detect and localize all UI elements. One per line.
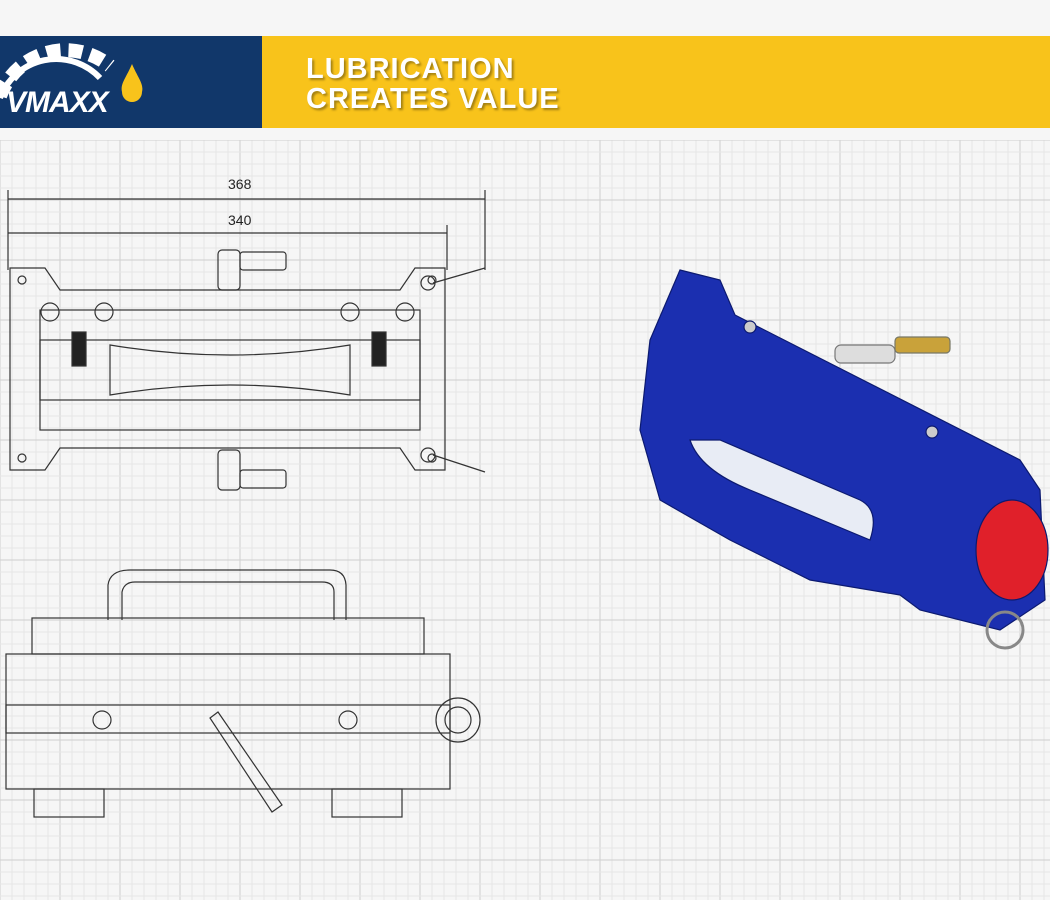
technical-drawing [5, 190, 1049, 818]
gear-oil-drop-icon [0, 43, 143, 102]
isometric-view [639, 269, 1049, 650]
top-view [9, 249, 486, 491]
slogan: LUBRICATION CREATES VALUE [306, 54, 560, 114]
slogan-panel: LUBRICATION CREATES VALUE [262, 36, 1050, 128]
dimension-inner-width: 340 [228, 212, 252, 228]
dimension-overall-width: 368 [228, 176, 252, 192]
slogan-line-2: CREATES VALUE [306, 83, 560, 115]
side-view [5, 569, 481, 818]
dimension-lines [7, 190, 486, 270]
logo: VMAXX [0, 36, 262, 128]
slogan-line-1: LUBRICATION [306, 53, 515, 85]
header-banner: VMAXX LUBRICATION CREATES VALUE [0, 36, 1050, 128]
brand-name: VMAXX [6, 86, 109, 119]
